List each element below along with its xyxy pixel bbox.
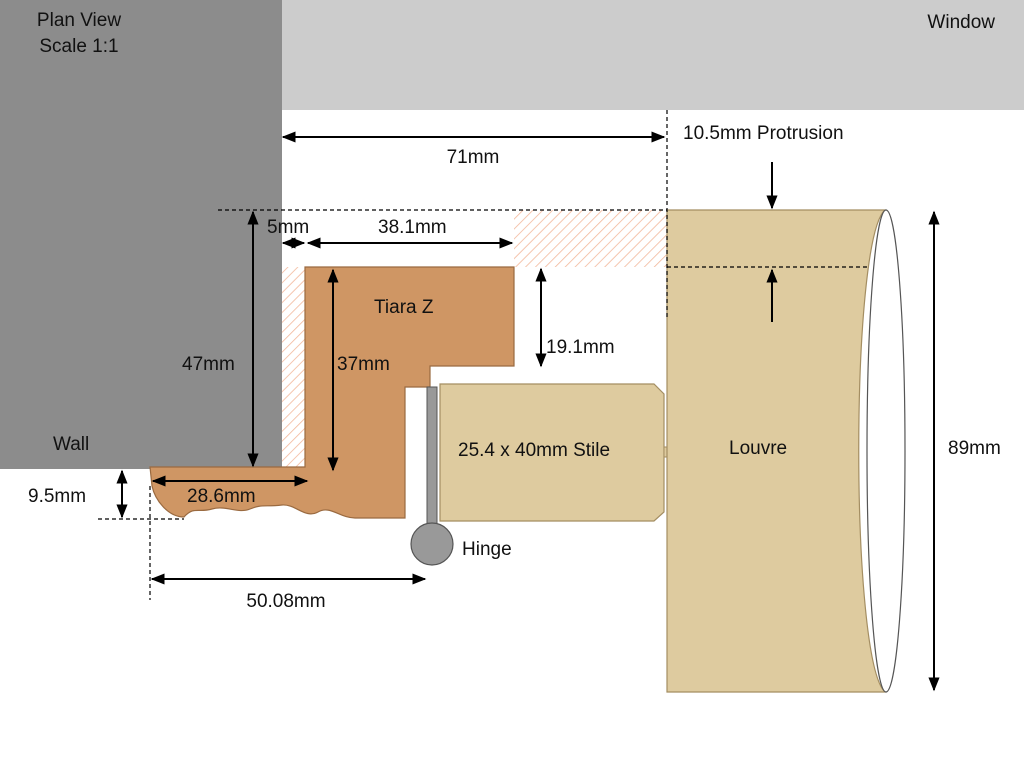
plan-view-label: Plan View xyxy=(37,10,121,31)
dim-19mm-label: 19.1mm xyxy=(546,337,615,358)
louvre-blade xyxy=(666,209,887,693)
window-region xyxy=(282,0,1024,110)
dim-37mm-label: 37mm xyxy=(337,354,390,375)
stile-block xyxy=(439,383,665,522)
window-label: Window xyxy=(927,12,995,33)
hinge-label: Hinge xyxy=(462,539,512,560)
wall-label: Wall xyxy=(53,434,89,455)
dim-71mm-label: 71mm xyxy=(447,147,500,168)
hinge-leaf xyxy=(426,386,438,528)
louvre-edge xyxy=(866,209,906,693)
dim-50mm-label: 50.08mm xyxy=(246,591,325,612)
stile-label: 25.4 x 40mm Stile xyxy=(458,440,610,461)
dim-47mm-label: 47mm xyxy=(182,354,235,375)
hatch-area-top xyxy=(514,210,667,267)
dim-5mm-label: 5mm xyxy=(267,217,309,238)
dim-9-5mm-label: 9.5mm xyxy=(28,486,86,507)
dim-38mm-label: 38.1mm xyxy=(378,217,447,238)
louvre-label: Louvre xyxy=(729,438,787,459)
hinge-knuckle xyxy=(410,522,454,566)
scale-label: Scale 1:1 xyxy=(39,36,118,57)
dim-28-6mm-label: 28.6mm xyxy=(187,486,256,507)
dim-89mm-label: 89mm xyxy=(948,438,1001,459)
protrusion-label: 10.5mm Protrusion xyxy=(683,123,844,144)
wall-region xyxy=(0,0,282,469)
tiara-z-label: Tiara Z xyxy=(374,297,434,318)
hatch-area-left xyxy=(282,267,305,467)
